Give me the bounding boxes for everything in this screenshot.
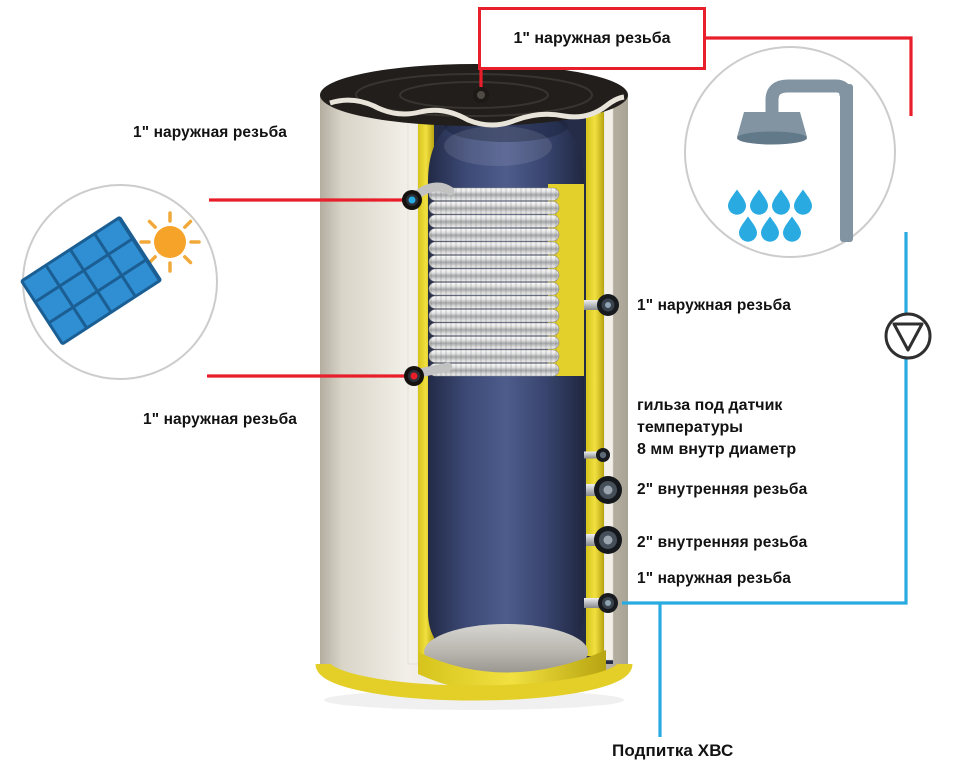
label-solar-flow: 1" наружная резьба <box>133 124 287 141</box>
port-2inch-upper <box>586 476 622 504</box>
solar-circle <box>20 184 218 380</box>
inner-base-bowl <box>424 624 588 680</box>
port-top <box>473 87 489 103</box>
valve-icon <box>884 312 932 360</box>
port-2inch-lower <box>586 526 622 554</box>
solar-panel-icon <box>20 216 162 345</box>
heat-exchanger-coil <box>409 182 584 379</box>
label-bottom-right-port: 1" наружная резьба <box>637 570 791 587</box>
label-sensor-sleeve: гильза под датчик температуры 8 мм внутр… <box>637 395 796 461</box>
label-cold-water-feed: Подпитка ХВС <box>612 741 734 760</box>
tank-ports <box>402 87 622 613</box>
label-port-2inch-upper: 2" внутренняя резьба <box>637 481 808 498</box>
label-right-top-port: 1" наружная резьба <box>637 297 791 314</box>
shower-head <box>737 112 807 137</box>
port-right-1inch <box>584 294 619 316</box>
storage-tank <box>315 64 633 710</box>
sun-icon <box>139 211 201 273</box>
shower-icon <box>737 79 853 242</box>
top-cut-edge <box>329 94 625 128</box>
port-bottom-1inch <box>584 593 618 613</box>
port-solar-flow <box>402 190 422 210</box>
label-solar-return: 1" наружная резьба <box>143 411 297 428</box>
label-port-2inch-lower: 2" внутренняя резьба <box>637 534 808 551</box>
port-solar-return <box>404 366 424 386</box>
label-sensor-sleeve-line2: температуры <box>637 419 743 436</box>
label-sensor-sleeve-line3: 8 мм внутр диаметр <box>637 441 797 458</box>
tank-base-rim <box>315 662 633 701</box>
port-sensor-sleeve <box>584 448 610 462</box>
label-sensor-sleeve-line1: гильза под датчик <box>637 397 783 414</box>
label-top-port: 1" наружная резьба <box>478 7 706 70</box>
shower-circle <box>684 46 896 258</box>
